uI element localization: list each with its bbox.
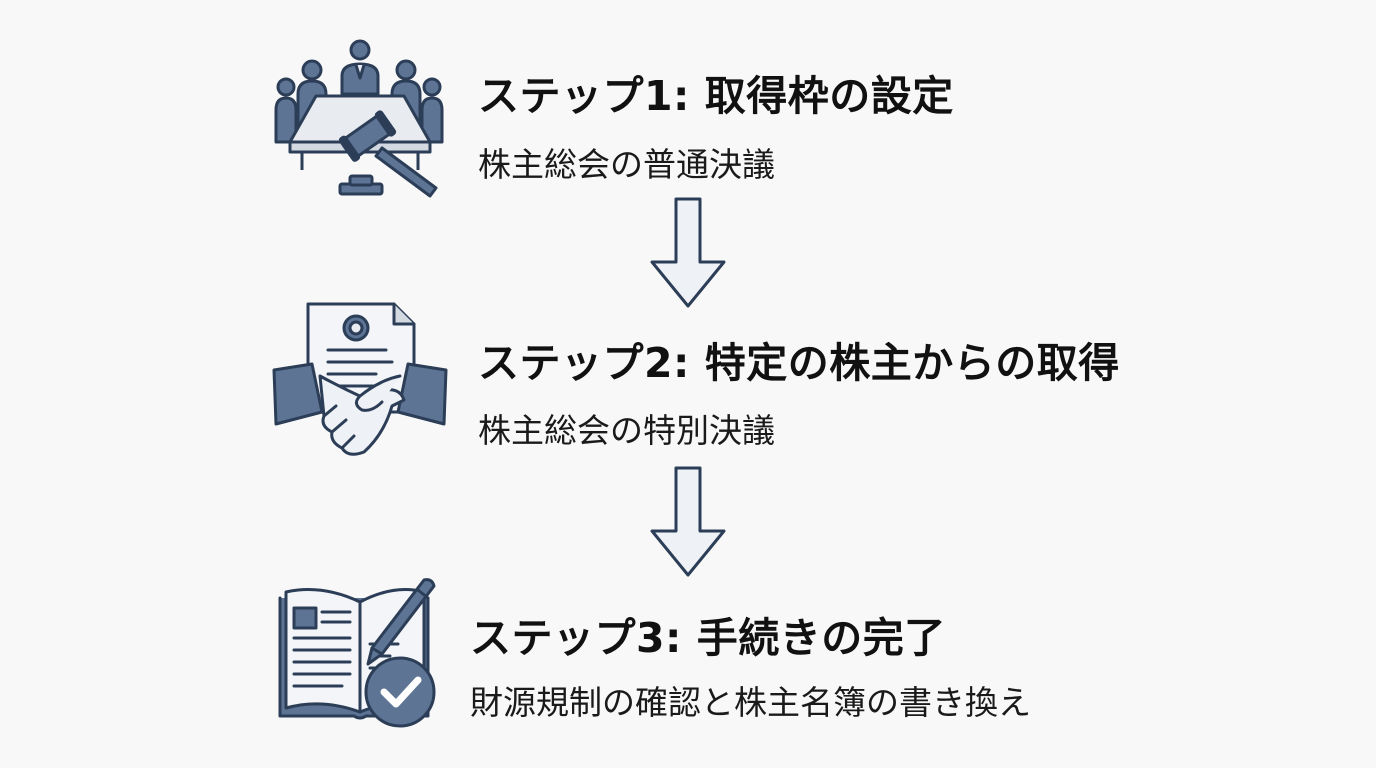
- step-3-title: ステップ3: 手続きの完了: [470, 614, 946, 662]
- step-3-description: 財源規制の確認と株主名簿の書き換え: [470, 683, 1031, 722]
- ledger-pen-checkmark-icon: [278, 578, 436, 728]
- step-2-title: ステップ2: 特定の株主からの取得: [478, 339, 1120, 387]
- down-arrow-2: [650, 466, 726, 577]
- step-2-description: 株主総会の特別決議: [478, 411, 775, 450]
- contract-handshake-icon: [272, 302, 448, 456]
- step-1-title: ステップ1: 取得枠の設定: [478, 72, 954, 120]
- board-meeting-gavel-icon: [274, 39, 444, 198]
- step-1-description: 株主総会の普通決議: [478, 145, 775, 184]
- down-arrow-1: [650, 197, 726, 308]
